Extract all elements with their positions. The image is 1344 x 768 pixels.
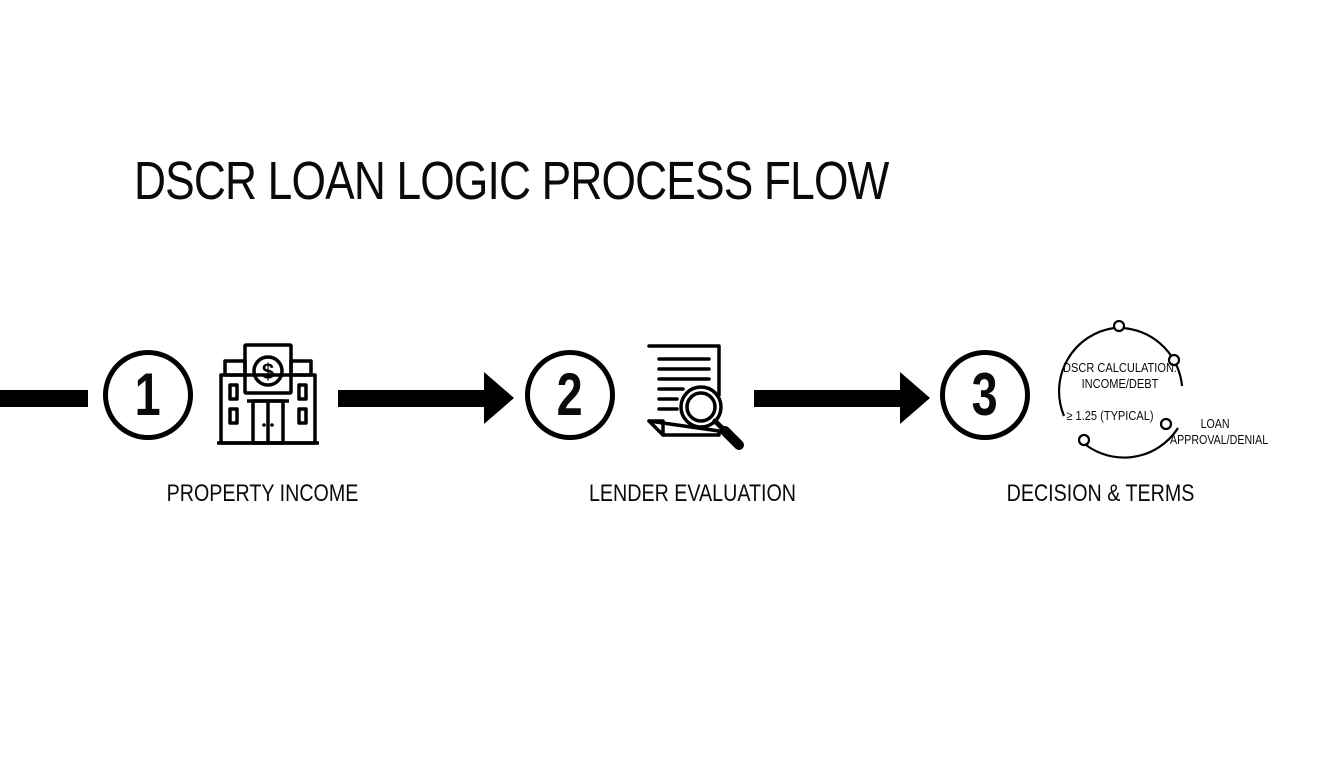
- loan-outcome-line2: APPROVAL/DENIAL: [1170, 432, 1269, 447]
- dscr-threshold: ≥ 1.25 (TYPICAL): [1066, 408, 1154, 423]
- step-3-number-circle: 3: [940, 350, 1030, 440]
- bank-building-icon: $: [217, 343, 319, 445]
- loan-outcome-line1: LOAN: [1200, 416, 1230, 431]
- step-3-number: 3: [971, 361, 999, 428]
- step-2-number: 2: [556, 361, 584, 428]
- step-2-label: LENDER EVALUATION: [588, 480, 797, 507]
- diagram-title: DSCR LOAN LOGIC PROCESS FLOW: [134, 151, 889, 211]
- incoming-connector: [0, 390, 88, 407]
- step-1-label: PROPERTY INCOME: [166, 480, 359, 507]
- arrow-1-2-head: [484, 372, 514, 424]
- arrow-2-3-head: [900, 372, 930, 424]
- document-magnifier-icon: [647, 344, 744, 450]
- step-2-number-circle: 2: [525, 350, 615, 440]
- dscr-calculation-line1: DSCR CALCULATION:: [1062, 360, 1178, 375]
- connector-1-2: [338, 390, 488, 407]
- dscr-cycle-icon: [1057, 320, 1184, 459]
- loan-outcome: LOAN APPROVAL/DENIAL: [1170, 416, 1269, 448]
- svg-text:$: $: [262, 359, 274, 384]
- connector-2-3: [754, 390, 904, 407]
- dscr-calculation-line2: INCOME/DEBT: [1081, 376, 1159, 391]
- step-3-label: DECISION & TERMS: [1006, 480, 1195, 507]
- step-1-number: 1: [134, 361, 162, 428]
- step-1-number-circle: 1: [103, 350, 193, 440]
- dscr-calculation-cycle: DSCR CALCULATION: INCOME/DEBT ≥ 1.25 (TY…: [1050, 320, 1190, 460]
